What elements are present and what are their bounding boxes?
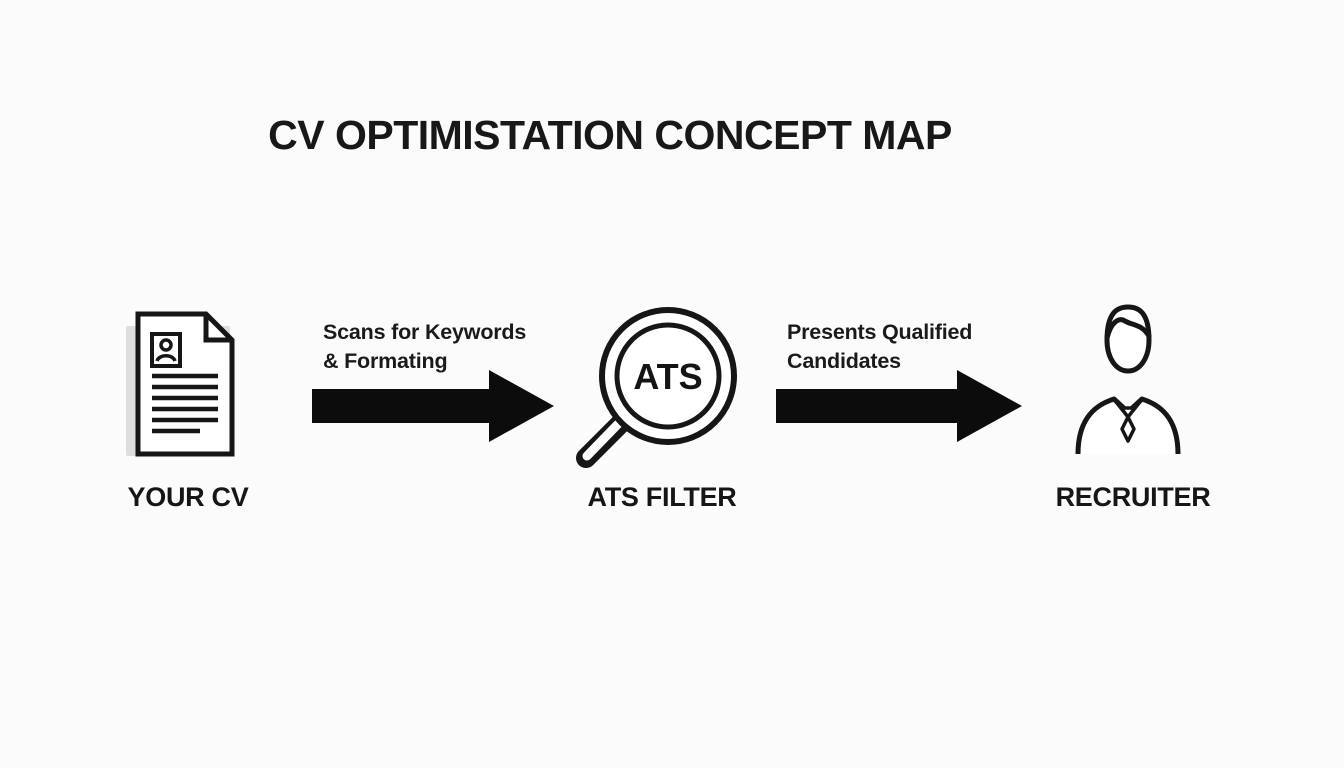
arrow-cv-to-ats-icon — [312, 368, 554, 444]
diagram-title: CV OPTIMISTATION CONCEPT MAP — [268, 112, 952, 158]
person-icon — [1062, 300, 1194, 458]
edge-label-scans-line1: Scans for Keywords — [323, 320, 527, 344]
edge-label-scans-line2: & Formating — [323, 349, 448, 373]
node-label-recruiter: RECRUITER — [1055, 482, 1211, 512]
cv-document-icon — [122, 308, 250, 460]
edge-label-presents-line1: Presents Qualified — [787, 320, 973, 344]
ats-icon-text: ATS — [633, 356, 702, 397]
magnifier-icon: ATS — [560, 300, 750, 485]
magnifier-icon-svg: ATS — [576, 307, 737, 468]
arrow-ats-to-recruiter-icon — [776, 368, 1022, 444]
edge-label-presents-line2: Candidates — [787, 349, 901, 373]
edge-label-presents: Presents Qualified Candidates — [787, 318, 972, 376]
cv-document-icon-svg — [126, 311, 235, 457]
node-label-ats-filter: ATS FILTER — [587, 482, 737, 512]
node-label-your-cv: YOUR CV — [127, 482, 249, 512]
edge-label-scans: Scans for Keywords & Formating — [323, 318, 526, 376]
person-icon-svg — [1075, 304, 1181, 455]
